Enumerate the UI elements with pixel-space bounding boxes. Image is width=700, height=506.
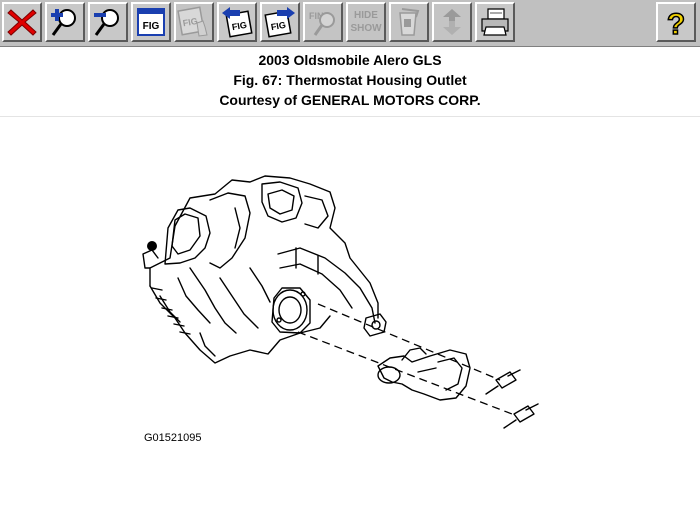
svg-text:FIND: FIND	[309, 11, 330, 21]
svg-text:?: ?	[667, 8, 685, 39]
previous-figure-icon: FIG	[222, 7, 253, 38]
printer-icon	[481, 8, 509, 36]
find-button[interactable]: FIND	[303, 2, 343, 42]
help-question-icon: ?	[666, 7, 686, 39]
zoom-out-icon	[94, 9, 119, 36]
svg-text:FIG: FIG	[143, 21, 160, 32]
print-button[interactable]	[475, 2, 515, 42]
courtesy-line: Courtesy of GENERAL MOTORS CORP.	[219, 92, 481, 108]
close-x-icon	[7, 9, 37, 36]
refresh-icon	[443, 9, 461, 35]
svg-text:FIG: FIG	[270, 20, 287, 32]
close-button[interactable]	[2, 2, 42, 42]
next-figure-icon: FIG	[264, 7, 295, 38]
hide-label: HIDE	[354, 10, 378, 21]
thermostat-housing-figure	[142, 175, 539, 429]
hide-show-button[interactable]: HIDE SHOW	[346, 2, 386, 42]
bucket-icon	[399, 8, 420, 36]
next-figure-button[interactable]: FIG	[260, 2, 300, 42]
svg-text:FIG: FIG	[231, 20, 248, 32]
figure-title: Fig. 67: Thermostat Housing Outlet	[233, 72, 467, 88]
figure-button[interactable]: FIG	[131, 2, 171, 42]
zoom-in-icon	[51, 9, 76, 36]
vehicle-title: 2003 Oldsmobile Alero GLS	[258, 52, 442, 68]
toolbar: FIG FIG FIG FIG FIND HIDE SHOW	[0, 0, 700, 47]
svg-text:FIG: FIG	[182, 16, 199, 28]
bucket-button[interactable]	[389, 2, 429, 42]
figure-id-code: G01521095	[144, 432, 202, 444]
zoom-in-button[interactable]	[45, 2, 85, 42]
help-button[interactable]: ?	[656, 2, 696, 42]
figure-hand-button[interactable]: FIG	[174, 2, 214, 42]
previous-figure-button[interactable]: FIG	[217, 2, 257, 42]
figure-hand-icon: FIG	[177, 6, 208, 37]
find-icon: FIND	[309, 11, 335, 36]
figure-header: 2003 Oldsmobile Alero GLS Fig. 67: Therm…	[0, 50, 700, 117]
show-label: SHOW	[350, 23, 382, 34]
zoom-out-button[interactable]	[88, 2, 128, 42]
figure-icon: FIG	[137, 8, 165, 36]
refresh-button[interactable]	[432, 2, 472, 42]
